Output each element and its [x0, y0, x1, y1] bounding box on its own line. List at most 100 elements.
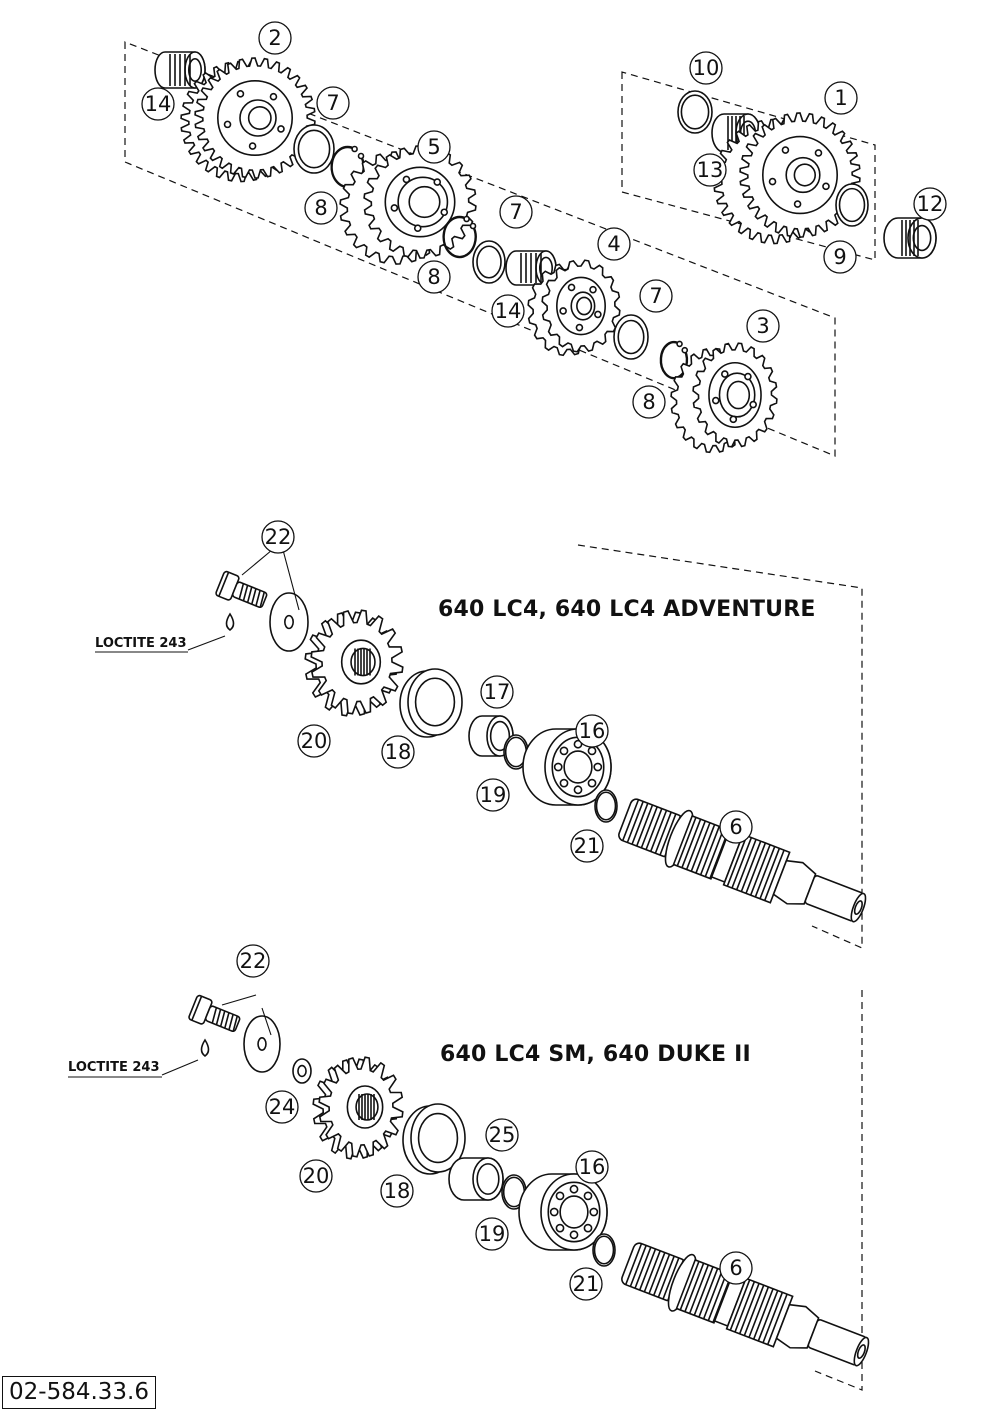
ball-bearing-16-upper	[522, 728, 612, 806]
leader-line	[187, 635, 226, 651]
callout-c1: 1	[824, 81, 858, 115]
output-shaft-6-upper	[618, 798, 867, 923]
svg-text:18: 18	[385, 740, 412, 764]
svg-text:7: 7	[326, 91, 339, 115]
spacer-17	[468, 715, 514, 757]
frame-upper-assembly	[124, 41, 836, 457]
needle-bearing-12	[883, 217, 937, 259]
loctite-label-lower: LOCTITE 243	[68, 1060, 160, 1075]
callout-c18b: 18	[380, 1174, 414, 1208]
washer-22-lower	[243, 1015, 281, 1073]
svg-text:3: 3	[756, 314, 769, 338]
svg-text:19: 19	[480, 783, 507, 807]
svg-text:4: 4	[607, 232, 620, 256]
frame-shaft-lower	[814, 990, 863, 1391]
svg-text:17: 17	[484, 680, 511, 704]
circlip-8-mid	[442, 215, 477, 259]
thrust-washer-7-low	[613, 314, 649, 360]
callout-c6b: 6	[719, 1251, 753, 1285]
callout-c7a: 7	[316, 86, 350, 120]
o-ring-21-upper	[594, 789, 618, 823]
callout-c14a: 14	[141, 87, 175, 121]
spacer-25	[448, 1157, 504, 1201]
svg-text:19: 19	[479, 1222, 506, 1246]
svg-text:10: 10	[693, 56, 720, 80]
callout-c21b: 21	[569, 1267, 603, 1301]
callout-c16a: 16	[575, 714, 609, 748]
o-ring-19-upper	[503, 734, 529, 770]
leader-line	[161, 1059, 199, 1076]
o-ring-21-lower	[592, 1233, 616, 1267]
svg-text:22: 22	[240, 949, 267, 973]
needle-bearing-14-top	[154, 51, 206, 89]
callout-c17: 17	[480, 675, 514, 709]
leader-lines	[68, 549, 300, 1078]
callout-c7c: 7	[639, 279, 673, 313]
svg-text:22: 22	[265, 525, 292, 549]
loctite-drop-upper	[225, 612, 235, 631]
output-shaft-6-lower	[621, 1242, 870, 1367]
callout-c12: 12	[913, 187, 947, 221]
sprocket-20-lower	[312, 1056, 404, 1160]
svg-text:8: 8	[314, 196, 327, 220]
svg-text:2: 2	[268, 26, 281, 50]
callout-c2: 2	[258, 21, 292, 55]
svg-text:7: 7	[649, 284, 662, 308]
callout-c9: 9	[823, 240, 857, 274]
callout-c13: 13	[693, 153, 727, 187]
svg-text:1: 1	[834, 86, 847, 110]
ball-bearing-16-lower	[518, 1173, 608, 1251]
thrust-washer-9	[835, 183, 869, 227]
callout-c20a: 20	[297, 724, 331, 758]
svg-text:16: 16	[579, 1155, 606, 1179]
gear-5	[339, 145, 477, 265]
callout-c25: 25	[485, 1118, 519, 1152]
gear-3	[670, 342, 778, 454]
callout-c18a: 18	[381, 735, 415, 769]
gear-2	[180, 57, 316, 183]
callout-c8b: 8	[417, 260, 451, 294]
callout-c6a: 6	[719, 810, 753, 844]
callout-c22a: 22	[261, 520, 295, 554]
loctite-label-upper: LOCTITE 243	[95, 636, 187, 651]
svg-text:12: 12	[917, 192, 944, 216]
callout-c8a: 8	[304, 191, 338, 225]
leader-line	[261, 1007, 272, 1036]
bolt-22-lower	[188, 994, 241, 1033]
shaft-seal-18-lower	[402, 1103, 466, 1175]
shaft-seal-18-upper	[399, 668, 463, 738]
svg-text:25: 25	[489, 1123, 516, 1147]
svg-text:20: 20	[301, 729, 328, 753]
svg-text:5: 5	[427, 135, 440, 159]
frame-shaft-upper	[577, 544, 863, 949]
svg-text:18: 18	[384, 1179, 411, 1203]
bolt-22-upper	[215, 570, 268, 609]
svg-text:7: 7	[509, 200, 522, 224]
svg-text:20: 20	[303, 1164, 330, 1188]
parts-layer	[154, 51, 937, 1367]
callout-c7b: 7	[499, 195, 533, 229]
dashed-frames	[124, 41, 876, 1391]
callout-c16b: 16	[575, 1150, 609, 1184]
svg-text:6: 6	[729, 1256, 742, 1280]
svg-text:8: 8	[642, 390, 655, 414]
washer-22-upper	[269, 592, 309, 652]
callout-c19a: 19	[476, 778, 510, 812]
callout-c20b: 20	[299, 1159, 333, 1193]
leader-line	[221, 994, 257, 1006]
callout-c10: 10	[689, 51, 723, 85]
loctite-drop-lower	[200, 1038, 210, 1057]
washer-24	[292, 1058, 312, 1084]
svg-text:24: 24	[269, 1095, 296, 1119]
callout-c21a: 21	[570, 829, 604, 863]
svg-text:21: 21	[574, 834, 601, 858]
callout-c4: 4	[597, 227, 631, 261]
callout-c19b: 19	[475, 1217, 509, 1251]
svg-text:16: 16	[579, 719, 606, 743]
svg-text:14: 14	[145, 92, 172, 116]
svg-text:9: 9	[833, 245, 846, 269]
svg-text:8: 8	[427, 265, 440, 289]
callout-c5: 5	[417, 130, 451, 164]
